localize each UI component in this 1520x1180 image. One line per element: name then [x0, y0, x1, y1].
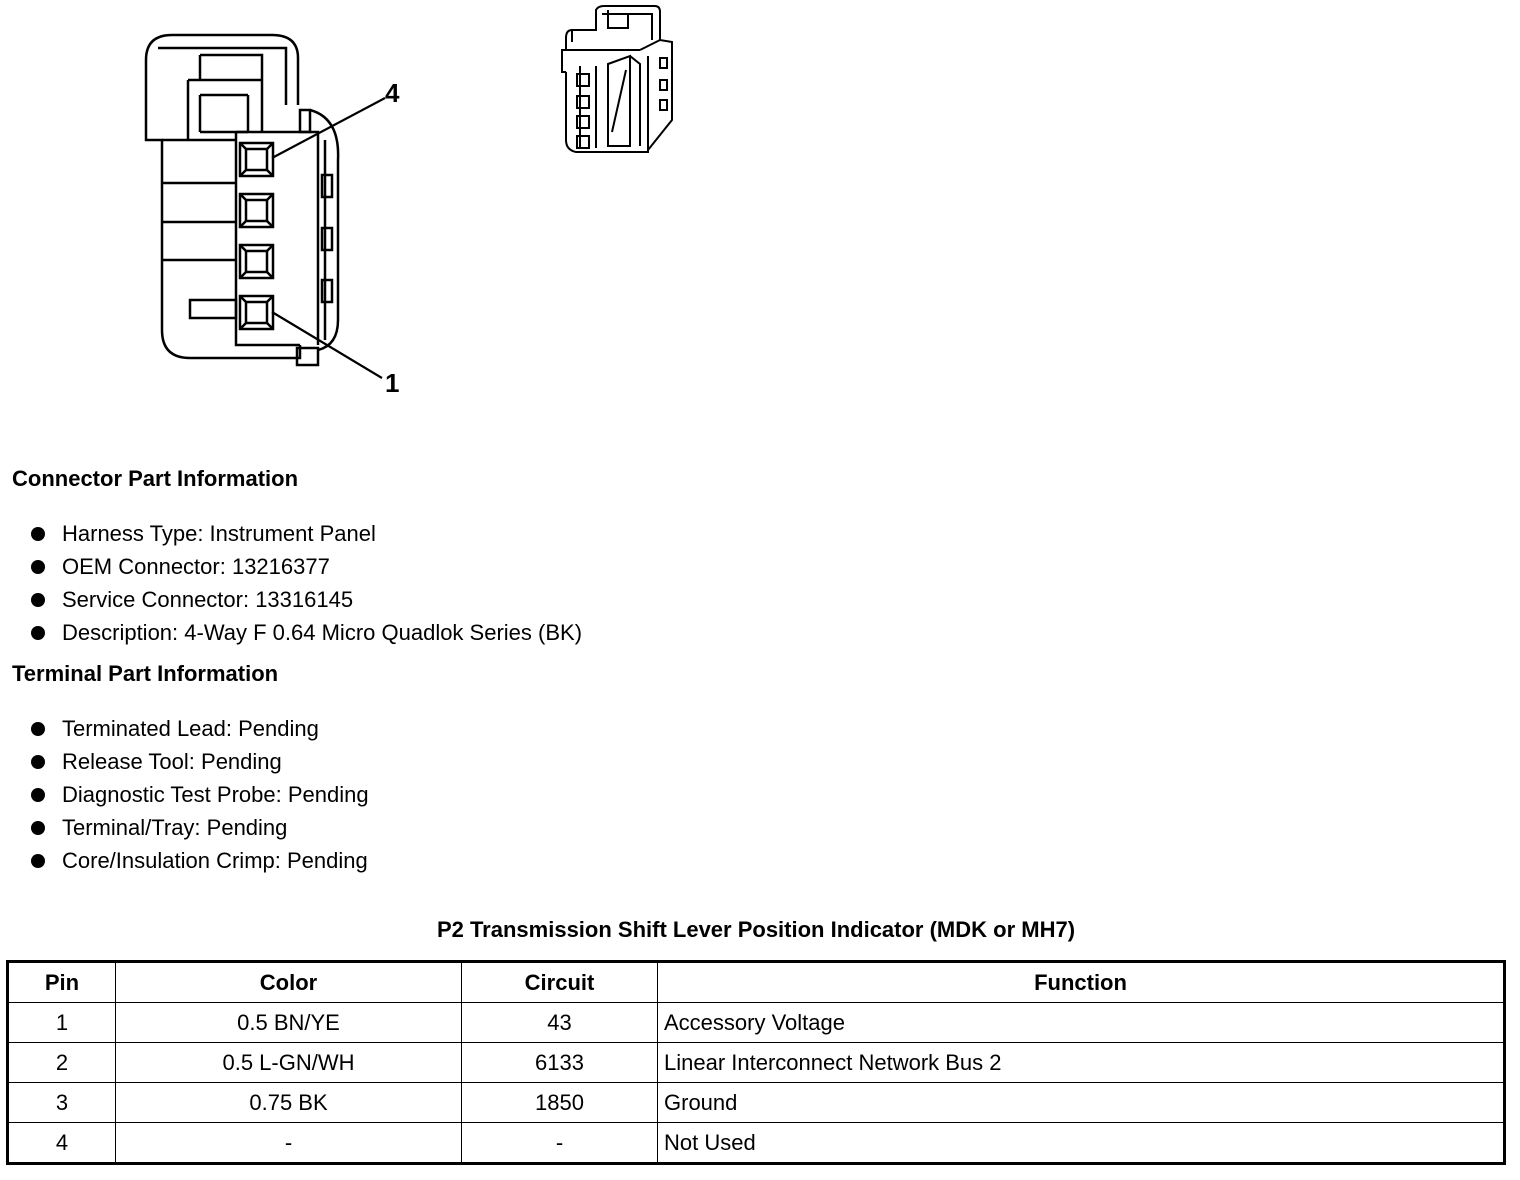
list-item: Terminal/Tray: Pending: [28, 811, 369, 844]
bullet-icon: [31, 527, 45, 542]
cell-circuit: -: [461, 1122, 658, 1164]
terminal-info-list: Terminated Lead: Pending Release Tool: P…: [28, 713, 369, 877]
connector-isometric-view: [561, 5, 673, 153]
list-item: Service Connector: 13316145: [28, 584, 582, 617]
cell-color: 0.75 BK: [115, 1082, 462, 1123]
cell-function: Ground: [657, 1082, 1505, 1123]
callout-leader-1: [271, 311, 383, 379]
cell-pin: 4: [7, 1122, 116, 1164]
callout-label-4: 4: [385, 78, 400, 108]
column-header-pin: Pin: [7, 961, 116, 1003]
list-item-text: Service Connector: 13316145: [62, 586, 354, 612]
list-item: Harness Type: Instrument Panel: [28, 518, 582, 551]
bullet-icon: [31, 722, 45, 737]
list-item: Release Tool: Pending: [28, 746, 369, 779]
cavity-1: [238, 294, 275, 331]
cell-color: -: [115, 1122, 462, 1164]
connector-face-diagram: 4 1: [144, 5, 673, 398]
table-row: 2 0.5 L-GN/WH 6133 Linear Interconnect N…: [7, 1042, 1505, 1083]
connector-info-list: Harness Type: Instrument Panel OEM Conne…: [28, 518, 582, 649]
cell-pin: 2: [7, 1042, 116, 1083]
callout-leader-4: [271, 97, 386, 159]
cell-circuit: 1850: [461, 1082, 658, 1123]
table-header-row: Pin Color Circuit Function: [7, 961, 1505, 1003]
list-item-text: Diagnostic Test Probe: Pending: [62, 781, 369, 807]
cell-color: 0.5 BN/YE: [115, 1002, 462, 1043]
cell-function: Not Used: [657, 1122, 1505, 1164]
bullet-icon: [31, 853, 45, 868]
cell-circuit: 6133: [461, 1042, 658, 1083]
connector-info-heading: Connector Part Information: [12, 466, 299, 491]
list-item-text: Terminated Lead: Pending: [62, 716, 319, 742]
list-item-text: Harness Type: Instrument Panel: [62, 521, 376, 547]
pinout-table-title: P2 Transmission Shift Lever Position Ind…: [436, 917, 1076, 942]
cell-function: Accessory Voltage: [657, 1002, 1505, 1043]
cell-function: Linear Interconnect Network Bus 2: [657, 1042, 1505, 1083]
bullet-icon: [31, 787, 45, 802]
bullet-icon: [31, 560, 45, 575]
terminal-info-heading: Terminal Part Information: [12, 661, 279, 686]
pinout-table: Pin Color Circuit Function 1 0.5 BN/YE 4…: [6, 960, 1506, 1165]
callout-label-1: 1: [385, 368, 399, 398]
cell-pin: 1: [7, 1002, 116, 1043]
cavity-4: [238, 141, 275, 178]
list-item-text: OEM Connector: 13216377: [62, 554, 330, 580]
cell-color: 0.5 L-GN/WH: [115, 1042, 462, 1083]
list-item: Diagnostic Test Probe: Pending: [28, 779, 369, 812]
list-item: Terminated Lead: Pending: [28, 713, 369, 746]
list-item: Description: 4-Way F 0.64 Micro Quadlok …: [28, 616, 582, 649]
table-row: 1 0.5 BN/YE 43 Accessory Voltage: [7, 1002, 1505, 1043]
list-item-text: Core/Insulation Crimp: Pending: [62, 847, 368, 873]
cell-circuit: 43: [461, 1002, 658, 1043]
table-row: 3 0.75 BK 1850 Ground: [7, 1082, 1505, 1123]
cavity-2: [238, 243, 275, 280]
list-item-text: Release Tool: Pending: [62, 749, 282, 775]
table-row: 4 - - Not Used: [7, 1122, 1505, 1164]
bullet-icon: [31, 820, 45, 835]
cavity-3: [238, 192, 275, 229]
terminal-cavities: [238, 141, 275, 331]
list-item-text: Terminal/Tray: Pending: [62, 814, 288, 840]
list-item-text: Description: 4-Way F 0.64 Micro Quadlok …: [62, 619, 583, 645]
list-item: Core/Insulation Crimp: Pending: [28, 844, 369, 877]
column-header-circuit: Circuit: [461, 961, 658, 1003]
bullet-icon: [31, 592, 45, 607]
bullet-icon: [31, 625, 45, 640]
cell-pin: 3: [7, 1082, 116, 1123]
column-header-color: Color: [115, 961, 462, 1003]
column-header-function: Function: [657, 961, 1505, 1003]
connector-face-view: [144, 33, 340, 367]
bullet-icon: [31, 755, 45, 770]
list-item: OEM Connector: 13216377: [28, 551, 582, 584]
